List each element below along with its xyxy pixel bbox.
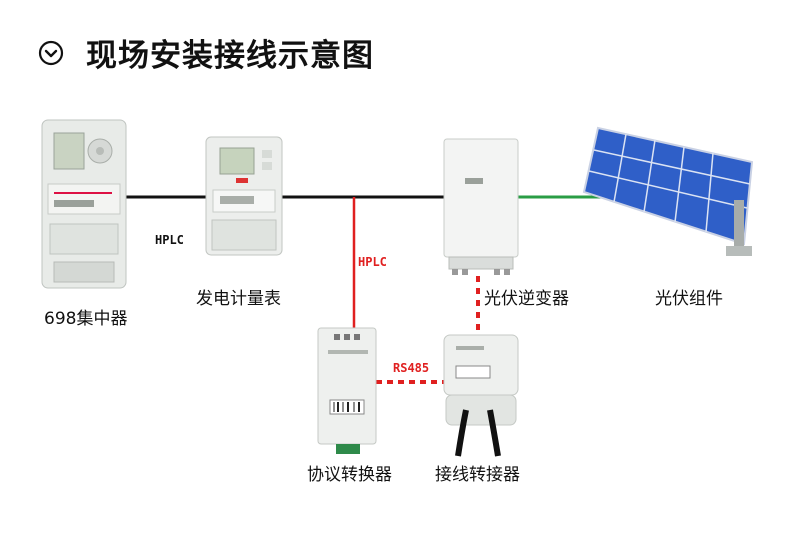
label-inverter: 光伏逆变器 [484, 289, 569, 309]
link-label-hplc-branch: HPLC [358, 255, 387, 269]
page-header: 现场安装接线示意图 [38, 30, 374, 75]
pv-panel-device [582, 126, 754, 256]
label-meter: 发电计量表 [196, 289, 281, 309]
inverter-device [443, 138, 519, 275]
label-wiring-adapter: 接线转接器 [435, 465, 520, 485]
label-concentrator: 698集中器 [44, 309, 128, 329]
circle-chevron-down-icon [38, 40, 64, 65]
page-title: 现场安装接线示意图 [86, 38, 374, 74]
link-label-hplc-main: HPLC [155, 233, 184, 247]
label-pv-module: 光伏组件 [655, 289, 723, 309]
meter-device [205, 136, 283, 256]
label-protocol-converter: 协议转换器 [307, 465, 392, 485]
link-label-rs485: RS485 [393, 361, 430, 375]
protocol-converter-device [317, 327, 377, 454]
concentrator-device [41, 119, 127, 289]
wiring-adapter-device [443, 334, 519, 457]
